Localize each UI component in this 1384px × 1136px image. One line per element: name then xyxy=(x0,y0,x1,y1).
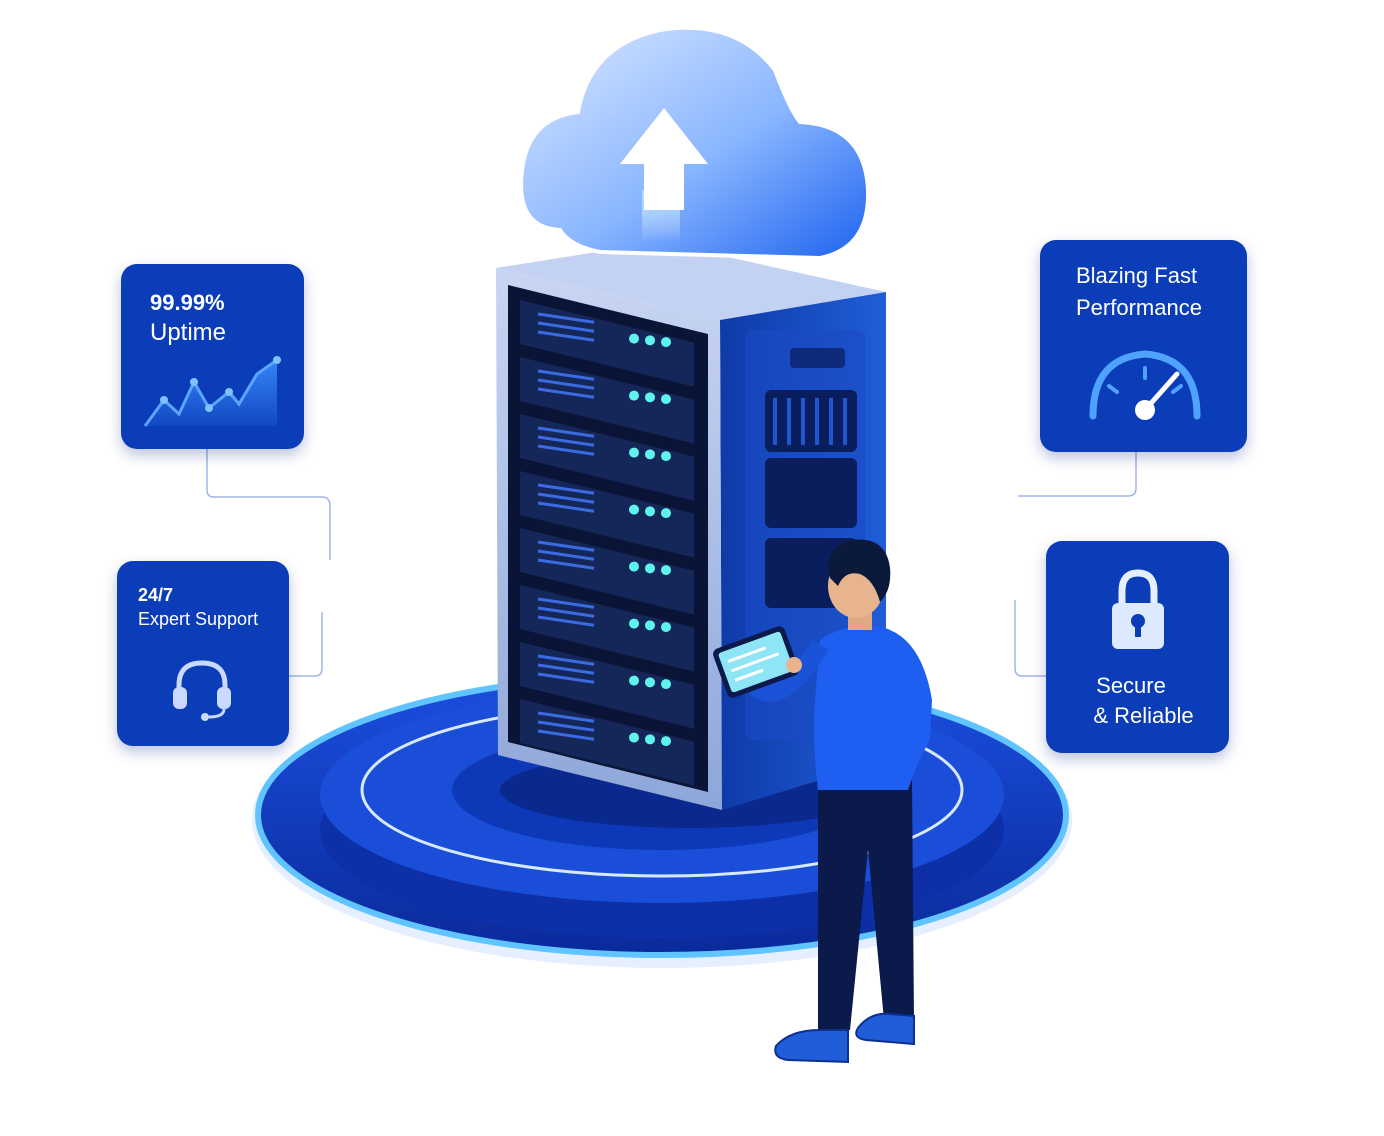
server-unit xyxy=(520,699,694,786)
speedometer-icon xyxy=(1089,350,1201,420)
support-hours: 24/7 xyxy=(138,585,174,605)
server-unit xyxy=(520,642,694,729)
connector-lines xyxy=(206,449,1137,677)
server-unit xyxy=(520,585,694,672)
connector-line-secure xyxy=(1014,600,1046,677)
uptime-value: 99.99% xyxy=(150,290,225,315)
padlock-icon xyxy=(1112,569,1164,649)
server-unit xyxy=(520,471,694,558)
cloud-upload-icon xyxy=(519,25,871,261)
performance-title-2: Performance xyxy=(1076,295,1202,320)
secure-title-2: & Reliable xyxy=(1093,703,1194,728)
server-unit xyxy=(520,357,694,444)
server-unit xyxy=(520,528,694,615)
support-card: 24/7 Expert Support xyxy=(117,561,289,746)
server-unit xyxy=(520,300,694,387)
server-unit xyxy=(520,414,694,501)
performance-title-1: Blazing Fast xyxy=(1076,263,1198,288)
connector-line-performance xyxy=(1018,452,1137,497)
connector-line-uptime xyxy=(206,449,331,560)
server-units xyxy=(520,300,694,786)
uptime-chart-icon xyxy=(143,356,281,427)
uptime-card: 99.99% Uptime xyxy=(121,264,304,449)
uptime-label: Uptime xyxy=(150,319,227,346)
headset-icon xyxy=(173,660,231,721)
secure-card: Secure & Reliable xyxy=(1046,541,1229,753)
performance-card: Blazing Fast Performance xyxy=(1040,240,1247,452)
technician-with-tablet xyxy=(713,539,932,1064)
connector-line-support xyxy=(289,612,323,677)
support-label: Expert Support xyxy=(138,609,259,629)
secure-title-1: Secure xyxy=(1096,673,1166,698)
